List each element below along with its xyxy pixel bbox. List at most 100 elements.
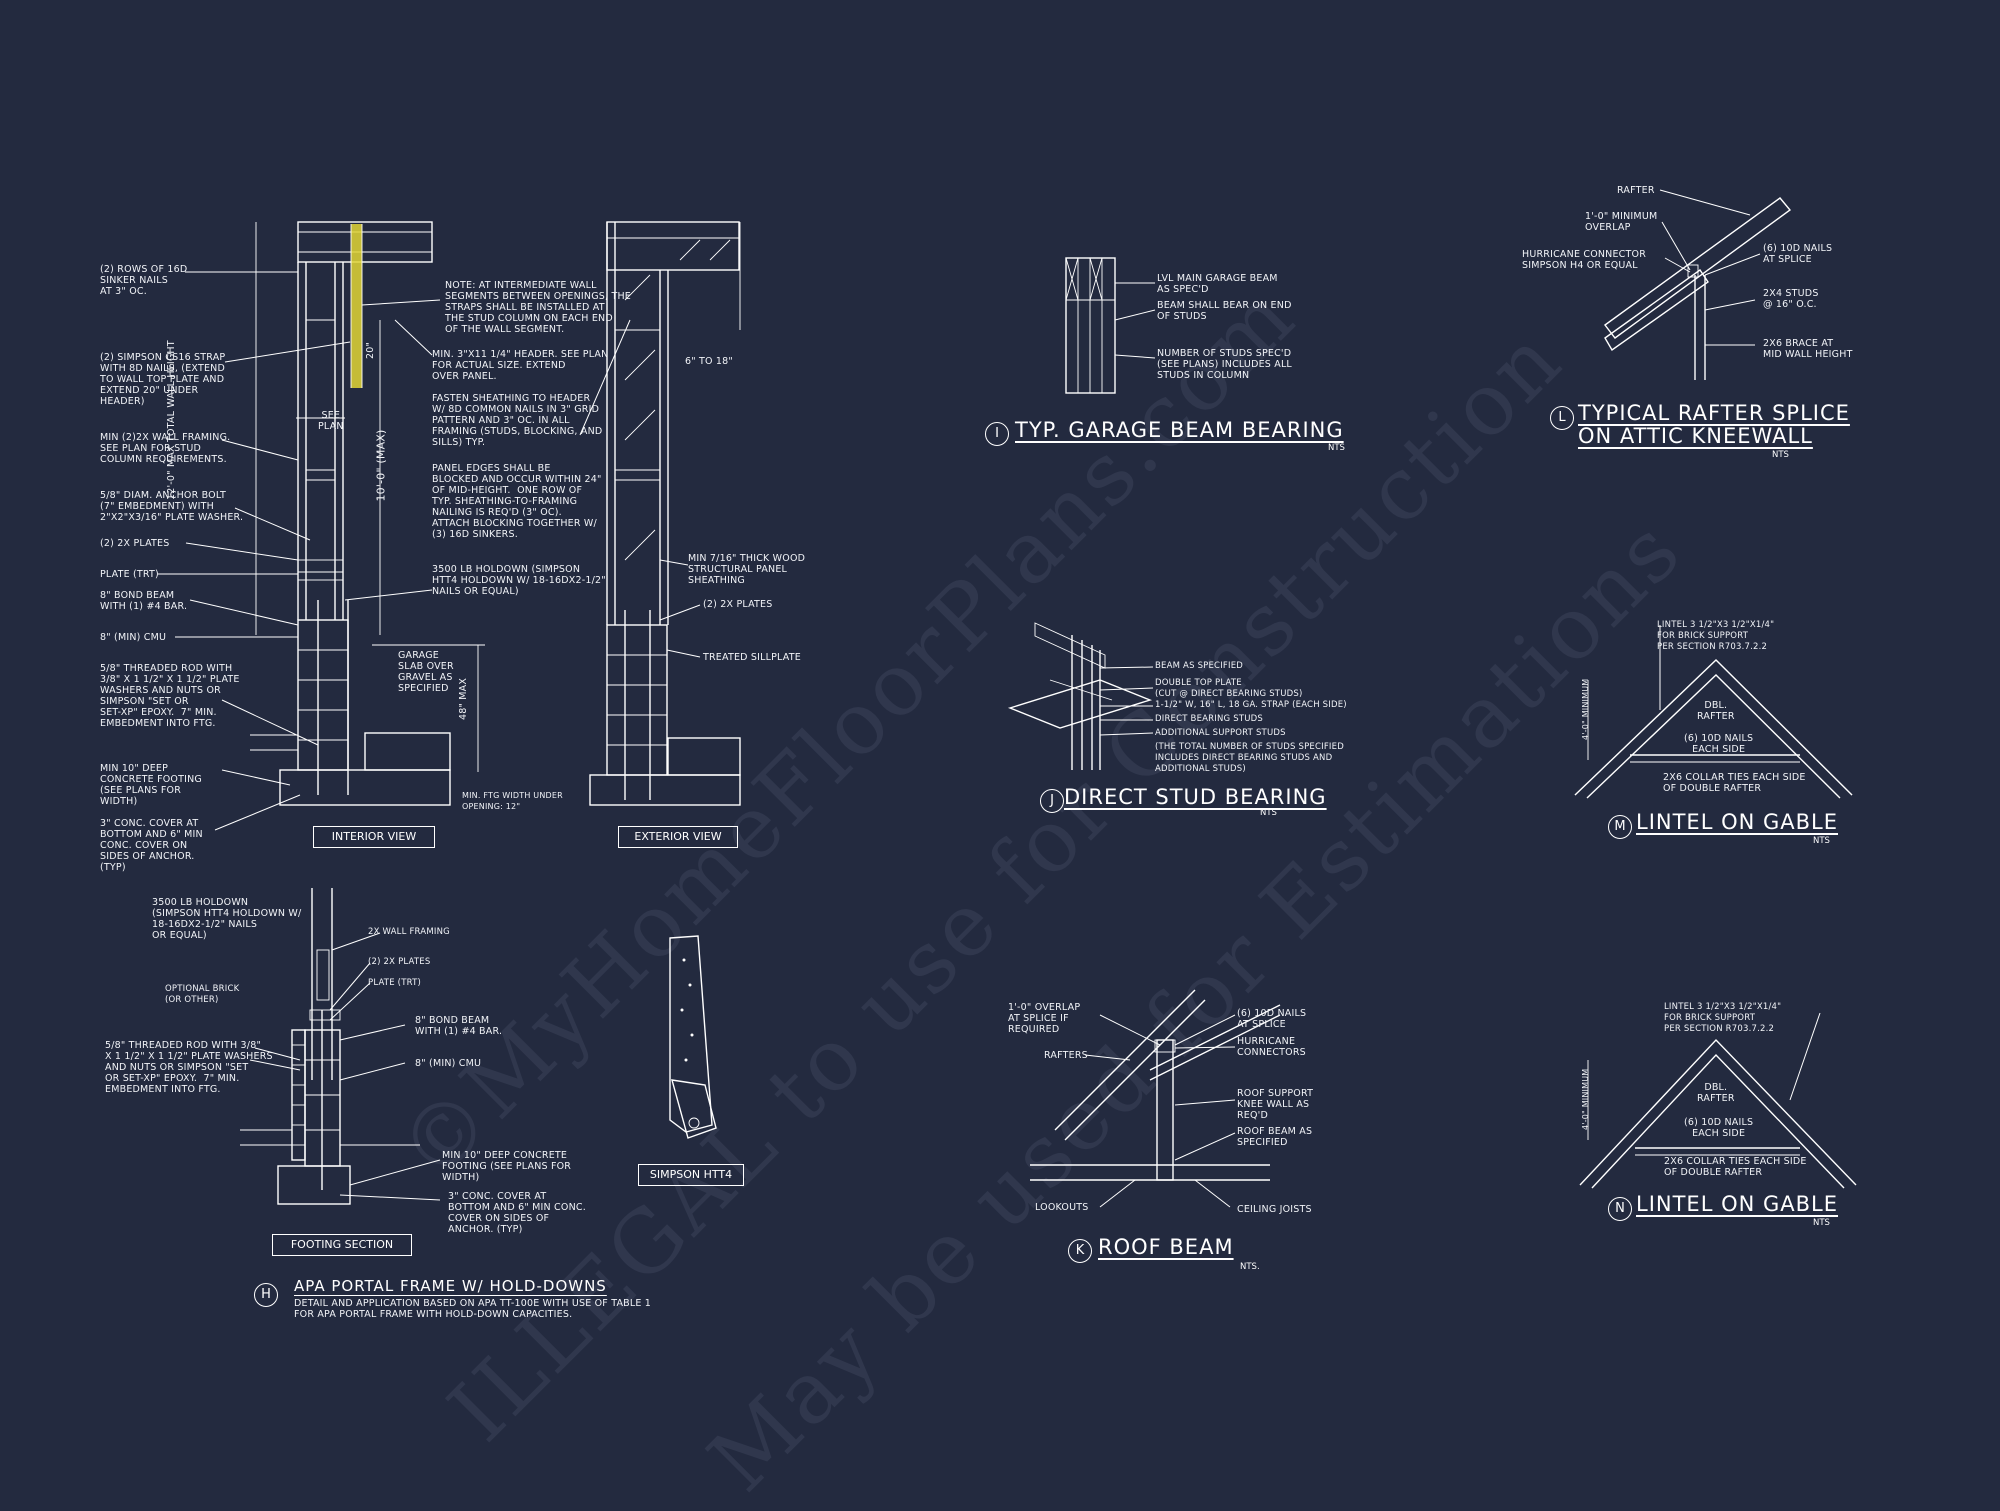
detail-m-note-nails: (6) 10d NAILS EACH SIDE bbox=[1684, 733, 1754, 755]
detail-l-note-nails: (6) 10d NAILS AT SPLICE bbox=[1763, 243, 1833, 265]
footing-note-wall-framing: 2X WALL FRAMING bbox=[368, 927, 450, 937]
note-header: MIN. 3"x11 1/4" HEADER. SEE PLAN FOR ACT… bbox=[432, 349, 609, 382]
footing-note-plates: (2) 2x PLATES bbox=[368, 957, 431, 967]
detail-k-note-ceiling: CEILING JOISTS bbox=[1237, 1204, 1312, 1215]
detail-m-nts: NTS bbox=[1813, 836, 1830, 846]
note-cs16-strap: (2) SIMPSON CS16 STRAP WITH 8d NAILS, (E… bbox=[100, 352, 226, 407]
note-sinker-nails: (2) ROWS OF 16d SINKER NAILS AT 3" OC. bbox=[100, 264, 188, 297]
exterior-view-label: EXTERIOR VIEW bbox=[618, 826, 738, 848]
detail-k-nts: NTS. bbox=[1240, 1262, 1260, 1272]
simpson-htt4-label: SIMPSON HTT4 bbox=[638, 1164, 744, 1186]
detail-m-note-min: 4'-0" MINIMUM bbox=[1581, 678, 1590, 740]
detail-j-note-additional: ADDITIONAL SUPPORT STUDS bbox=[1155, 728, 1286, 738]
detail-k-note-roof-beam: ROOF BEAM AS SPECIFIED bbox=[1237, 1126, 1313, 1148]
note-ext-sheathing: MIN 7/16" THICK WOOD STRUCTURAL PANEL SH… bbox=[688, 553, 806, 586]
detail-n-note-lintel: LINTEL 3 1/2"x3 1/2"x1/4" FOR BRICK SUPP… bbox=[1664, 1002, 1782, 1034]
detail-k-note-rafters: RAFTERS bbox=[1044, 1050, 1088, 1061]
detail-n-note-collar: 2x6 COLLAR TIES EACH SIDE OF DOUBLE RAFT… bbox=[1664, 1156, 1807, 1178]
note-intermediate: NOTE: AT INTERMEDIATE WALL SEGMENTS BETW… bbox=[445, 280, 632, 335]
note-ftg-width: MIN. FTG WIDTH UNDER OPENING: 12" bbox=[462, 791, 563, 811]
detail-j-note-direct: DIRECT BEARING STUDS bbox=[1155, 714, 1263, 724]
detail-tag-j: J bbox=[1040, 789, 1064, 813]
portal-frame-title: APA PORTAL FRAME W/ HOLD-DOWNS bbox=[294, 1277, 607, 1295]
note-ext-plates: (2) 2x PLATES bbox=[703, 599, 773, 610]
detail-n-note-dbl: DBL. RAFTER bbox=[1697, 1082, 1735, 1104]
detail-k-note-hurricane: HURRICANE CONNECTORS bbox=[1237, 1036, 1306, 1058]
note-plate-trt: PLATE (TRT) bbox=[100, 569, 159, 580]
dim-20: 20" bbox=[365, 341, 377, 360]
footing-note-threaded-rod: 5/8" THREADED ROD WITH 3/8" x 1 1/2" x 1… bbox=[105, 1040, 273, 1095]
note-wall-framing: MIN (2)2X WALL FRAMING. SEE PLAN FOR STU… bbox=[100, 432, 231, 465]
portal-frame-subtitle: DETAIL AND APPLICATION BASED ON APA TT-1… bbox=[294, 1298, 652, 1320]
detail-l-note-rafter: RAFTER bbox=[1617, 185, 1655, 196]
roof-beam-drawing bbox=[1030, 989, 1281, 1181]
detail-k-note-nails: (6) 10d NAILS AT SPLICE bbox=[1237, 1008, 1307, 1030]
detail-n-nts: NTS bbox=[1813, 1218, 1830, 1228]
direct-stud-bearing-drawing bbox=[1007, 622, 1153, 770]
garage-beam-bearing-drawing bbox=[1065, 257, 1116, 394]
detail-k-title: ROOF BEAM bbox=[1098, 1235, 1234, 1259]
detail-j-note-strap: 1-1/2" W, 16" L, 18 GA. STRAP (EACH SIDE… bbox=[1155, 700, 1347, 710]
detail-j-note-total: (THE TOTAL NUMBER OF STUDS SPECIFIED INC… bbox=[1155, 742, 1344, 774]
detail-i-title: TYP. GARAGE BEAM BEARING bbox=[1015, 418, 1344, 442]
detail-l-note-studs: 2x4 STUDS @ 16" O.C. bbox=[1763, 288, 1819, 310]
note-6-to-18: 6" TO 18" bbox=[685, 356, 733, 367]
detail-tag-l: L bbox=[1550, 406, 1574, 430]
note-see-plan: SEE PLAN bbox=[318, 410, 344, 432]
detail-m-note-dbl: DBL. RAFTER bbox=[1697, 700, 1735, 722]
footing-note-bond-beam: 8" BOND BEAM WITH (1) #4 BAR. bbox=[415, 1015, 503, 1037]
footing-note-optional-brick: OPTIONAL BRICK (OR OTHER) bbox=[165, 984, 240, 1005]
lintel-gable-m-drawing bbox=[1574, 659, 1853, 799]
note-panel-edges: PANEL EDGES SHALL BE BLOCKED AND OCCUR W… bbox=[432, 463, 602, 540]
footing-note-conc-cover: 3" CONC. COVER AT BOTTOM AND 6" MIN CONC… bbox=[448, 1191, 586, 1235]
detail-n-title: LINTEL ON GABLE bbox=[1636, 1192, 1839, 1216]
footing-section-label: FOOTING SECTION bbox=[272, 1234, 412, 1256]
detail-l-title-line2: ON ATTIC KNEEWALL bbox=[1578, 424, 1813, 448]
detail-tag-m: M bbox=[1608, 815, 1632, 839]
footing-note-footing: MIN 10" DEEP CONCRETE FOOTING (SEE PLANS… bbox=[442, 1150, 572, 1183]
detail-l-nts: NTS bbox=[1772, 450, 1789, 460]
interior-view-drawing bbox=[250, 221, 485, 806]
lintel-gable-n-drawing bbox=[1579, 1038, 1857, 1189]
note-bond-beam: 8" BOND BEAM WITH (1) #4 BAR. bbox=[100, 590, 188, 612]
detail-tag-k: K bbox=[1068, 1239, 1092, 1263]
note-concrete-footing: MIN 10" DEEP CONCRETE FOOTING (SEE PLANS… bbox=[100, 763, 202, 807]
detail-m-note-collar: 2x6 COLLAR TIES EACH SIDE OF DOUBLE RAFT… bbox=[1663, 772, 1806, 794]
detail-k-note-lookouts: LOOKOUTS bbox=[1035, 1202, 1089, 1213]
note-anchor-bolt: 5/8" DIAM. ANCHOR BOLT (7" EMBEDMENT) WI… bbox=[100, 490, 244, 523]
detail-k-note-overlap: 1'-0" OVERLAP AT SPLICE IF REQUIRED bbox=[1008, 1002, 1081, 1035]
note-treated-sillplate: TREATED SILLPLATE bbox=[703, 652, 801, 663]
note-garage-slab: GARAGE SLAB OVER GRAVEL AS SPECIFIED bbox=[398, 650, 454, 694]
detail-m-note-lintel: LINTEL 3 1/2"x3 1/2"x1/4" FOR BRICK SUPP… bbox=[1657, 620, 1775, 652]
detail-l-note-overlap: 1'-0" MINIMUM OVERLAP bbox=[1585, 211, 1658, 233]
note-2x-plates: (2) 2x PLATES bbox=[100, 538, 170, 549]
detail-j-note-double-top: DOUBLE TOP PLATE (CUT @ DIRECT BEARING S… bbox=[1155, 678, 1303, 699]
exterior-view-drawing bbox=[589, 221, 741, 806]
detail-k-note-knee-wall: ROOF SUPPORT KNEE WALL AS REQ'D bbox=[1237, 1088, 1314, 1121]
detail-i-nts: NTS bbox=[1328, 443, 1345, 453]
dim-max-height: 10'-0" (MAX) bbox=[374, 429, 388, 502]
detail-l-note-hurricane: HURRICANE CONNECTOR SIMPSON H4 OR EQUAL bbox=[1522, 249, 1647, 271]
detail-j-nts: NTS bbox=[1260, 808, 1277, 818]
detail-i-note-lvl: LVL MAIN GARAGE BEAM AS SPEC'D bbox=[1157, 273, 1278, 295]
detail-j-title: DIRECT STUD BEARING bbox=[1064, 785, 1327, 809]
detail-n-note-min: 4'-0" MINIMUM bbox=[1581, 1068, 1590, 1130]
detail-tag-h: H bbox=[254, 1283, 278, 1307]
footing-note-holdown: 3500 LB HOLDOWN (SIMPSON HTT4 HOLDOWN W/… bbox=[152, 897, 302, 941]
footing-note-plate-trt: PLATE (TRT) bbox=[368, 978, 421, 988]
footing-section-drawing bbox=[240, 888, 420, 1205]
note-fasten-sheathing: FASTEN SHEATHING TO HEADER W/ 8d COMMON … bbox=[432, 393, 603, 448]
note-cmu: 8" (MIN) CMU bbox=[100, 632, 167, 643]
simpson-htt4-drawing bbox=[669, 935, 717, 1139]
detail-l-note-brace: 2x6 BRACE AT MID WALL HEIGHT bbox=[1763, 338, 1853, 360]
detail-tag-i: I bbox=[985, 422, 1009, 446]
detail-m-title: LINTEL ON GABLE bbox=[1636, 810, 1839, 834]
detail-tag-n: N bbox=[1608, 1197, 1632, 1221]
note-conc-cover: 3" CONC. COVER AT BOTTOM AND 6" MIN CONC… bbox=[100, 818, 203, 873]
interior-view-label: INTERIOR VIEW bbox=[313, 826, 435, 848]
leader-lines bbox=[158, 189, 1821, 1208]
detail-j-note-beam: BEAM AS SPECIFIED bbox=[1155, 661, 1244, 671]
dim-48-max: 48" MAX bbox=[458, 677, 469, 720]
note-holdown: 3500 LB HOLDOWN (SIMPSON HTT4 HOLDOWN W/… bbox=[432, 564, 606, 597]
